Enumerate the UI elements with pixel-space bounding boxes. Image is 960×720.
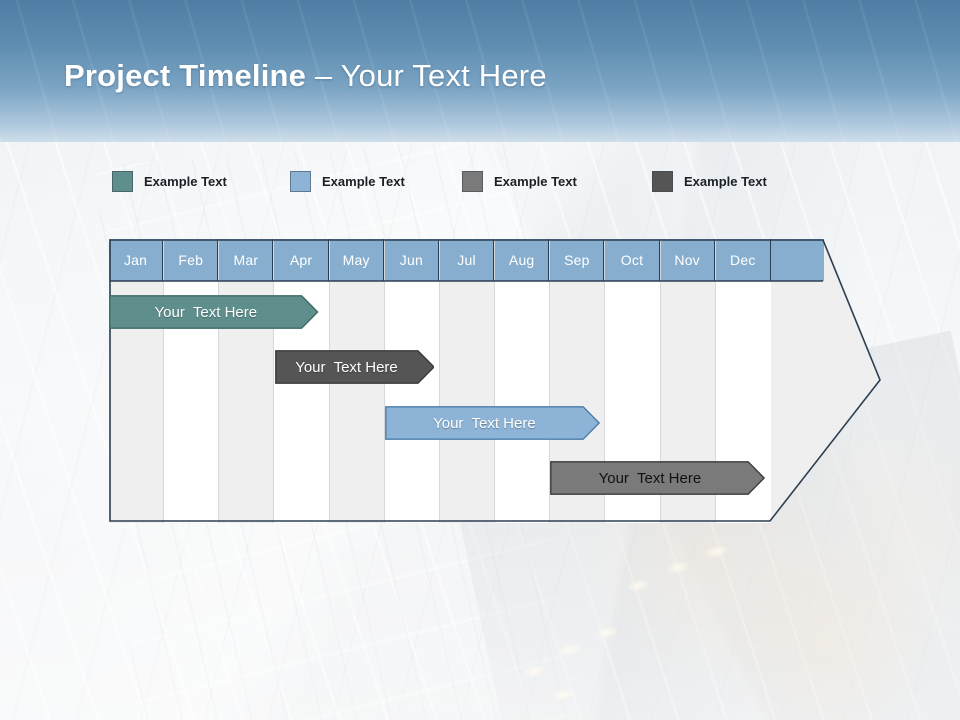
month-column-jul: Jul [439, 239, 496, 523]
legend-swatch-icon [290, 170, 311, 192]
month-column-feb: Feb [164, 239, 220, 523]
legend-swatch-icon [462, 170, 483, 192]
legend-item-label: Example Text [684, 173, 767, 189]
month-header-jul: Jul [439, 239, 495, 281]
task-bar[interactable]: Your Text Here [550, 461, 766, 495]
month-header-mar: Mar [219, 239, 274, 281]
month-header-aug: Aug [495, 239, 550, 281]
page-title-light: – Your Text Here [306, 58, 547, 93]
legend-item-2[interactable]: Example Text [290, 168, 405, 194]
legend-item-label: Example Text [494, 173, 577, 189]
legend-item-label: Example Text [322, 173, 405, 189]
month-header-feb: Feb [164, 239, 219, 281]
month-column-jan: Jan [109, 239, 165, 523]
task-bar-label: Your Text Here [598, 469, 702, 487]
task-bar-label: Your Text Here [433, 414, 536, 432]
legend-swatch-icon [112, 170, 133, 192]
task-bar[interactable]: Your Text Here [109, 295, 319, 329]
task-bar[interactable]: Your Text Here [384, 406, 600, 440]
title-banner [0, 0, 960, 142]
task-bar-label: Your Text Here [295, 358, 398, 376]
legend-item-label: Example Text [144, 173, 227, 189]
month-column-aug: Aug [495, 239, 551, 523]
page-title: Project Timeline – Your Text Here [64, 58, 547, 94]
month-header-dec: Dec [715, 239, 771, 281]
month-header-jun: Jun [384, 239, 439, 281]
legend-item-4[interactable]: Example Text [652, 168, 767, 194]
month-header-apr: Apr [274, 239, 329, 281]
month-header-may: May [329, 239, 384, 281]
page-title-strong: Project Timeline [64, 58, 307, 93]
month-header-sep: Sep [550, 239, 605, 281]
header-tail [771, 239, 824, 281]
month-column-mar: Mar [219, 239, 275, 523]
background-bottom-fade [0, 520, 960, 720]
legend: Example Text Example Text Example Text E… [112, 168, 832, 196]
legend-item-1[interactable]: Example Text [112, 168, 227, 194]
month-header-oct: Oct [605, 239, 660, 281]
legend-swatch-icon [652, 170, 673, 192]
legend-item-3[interactable]: Example Text [462, 168, 577, 194]
month-header-nov: Nov [660, 239, 715, 281]
month-header-jan: Jan [109, 239, 164, 281]
task-bar-label: Your Text Here [154, 303, 258, 321]
task-bar[interactable]: Your Text Here [274, 350, 435, 384]
